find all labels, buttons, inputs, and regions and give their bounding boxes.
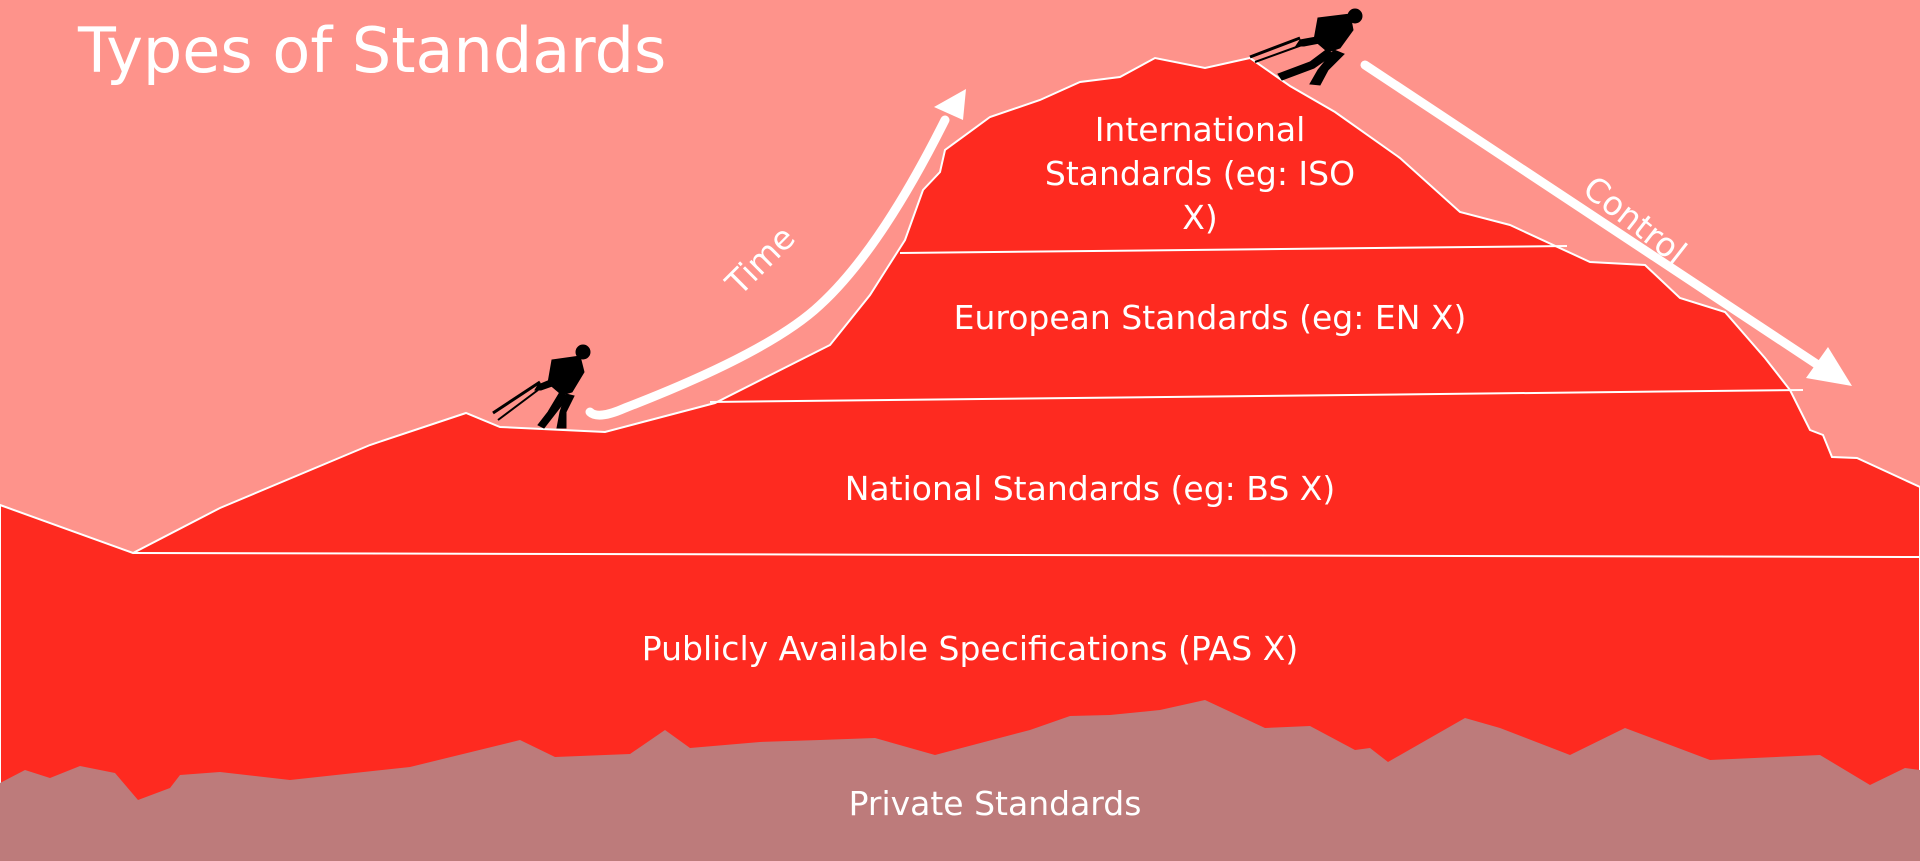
control-arrow [1360, 60, 1823, 370]
divider-line [709, 389, 1804, 403]
mountain [0, 56, 1920, 861]
national-standards-label: National Standards (eg: BS X) [844, 469, 1336, 508]
time-arrow [585, 115, 950, 420]
international-standards-label: International Standards (eg: ISO X) [1044, 110, 1356, 237]
european-standards-label: European Standards (eg: EN X) [953, 298, 1467, 337]
private-standards-label: Private Standards [848, 784, 1142, 823]
climber-icon [492, 344, 591, 429]
divider-line [132, 552, 1920, 558]
private-ground [0, 700, 1920, 861]
time-arrowhead [934, 89, 966, 120]
slide-title: Types of Standards [78, 14, 667, 87]
control-arrowhead [1806, 347, 1852, 386]
divider-line [899, 245, 1568, 254]
climber-icon [1249, 8, 1363, 86]
pas-label: Publicly Available Specifications (PAS X… [641, 629, 1299, 668]
